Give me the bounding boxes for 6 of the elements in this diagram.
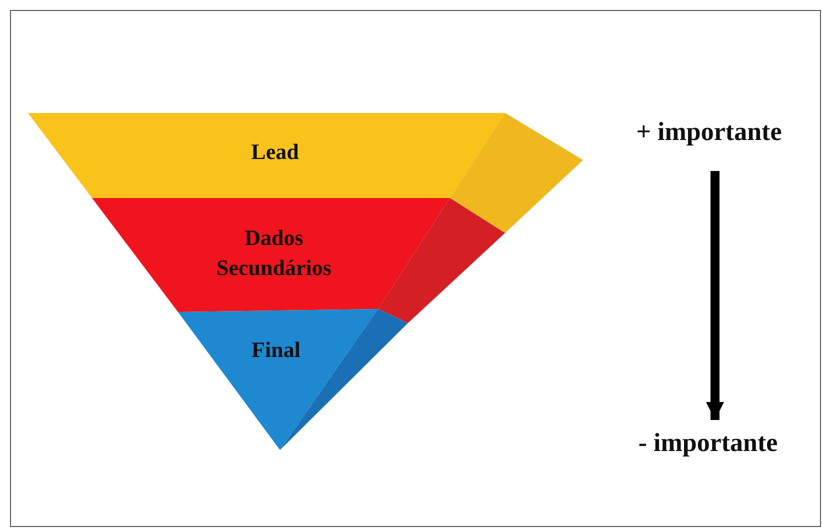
arrow (706, 171, 724, 420)
importance-label: + importante (635, 117, 783, 147)
tier-label: Lead (251, 138, 299, 166)
tier-label: Final (252, 336, 300, 364)
tier-label: Dados Secundários (216, 224, 332, 282)
importance-label: - importante (637, 428, 779, 458)
